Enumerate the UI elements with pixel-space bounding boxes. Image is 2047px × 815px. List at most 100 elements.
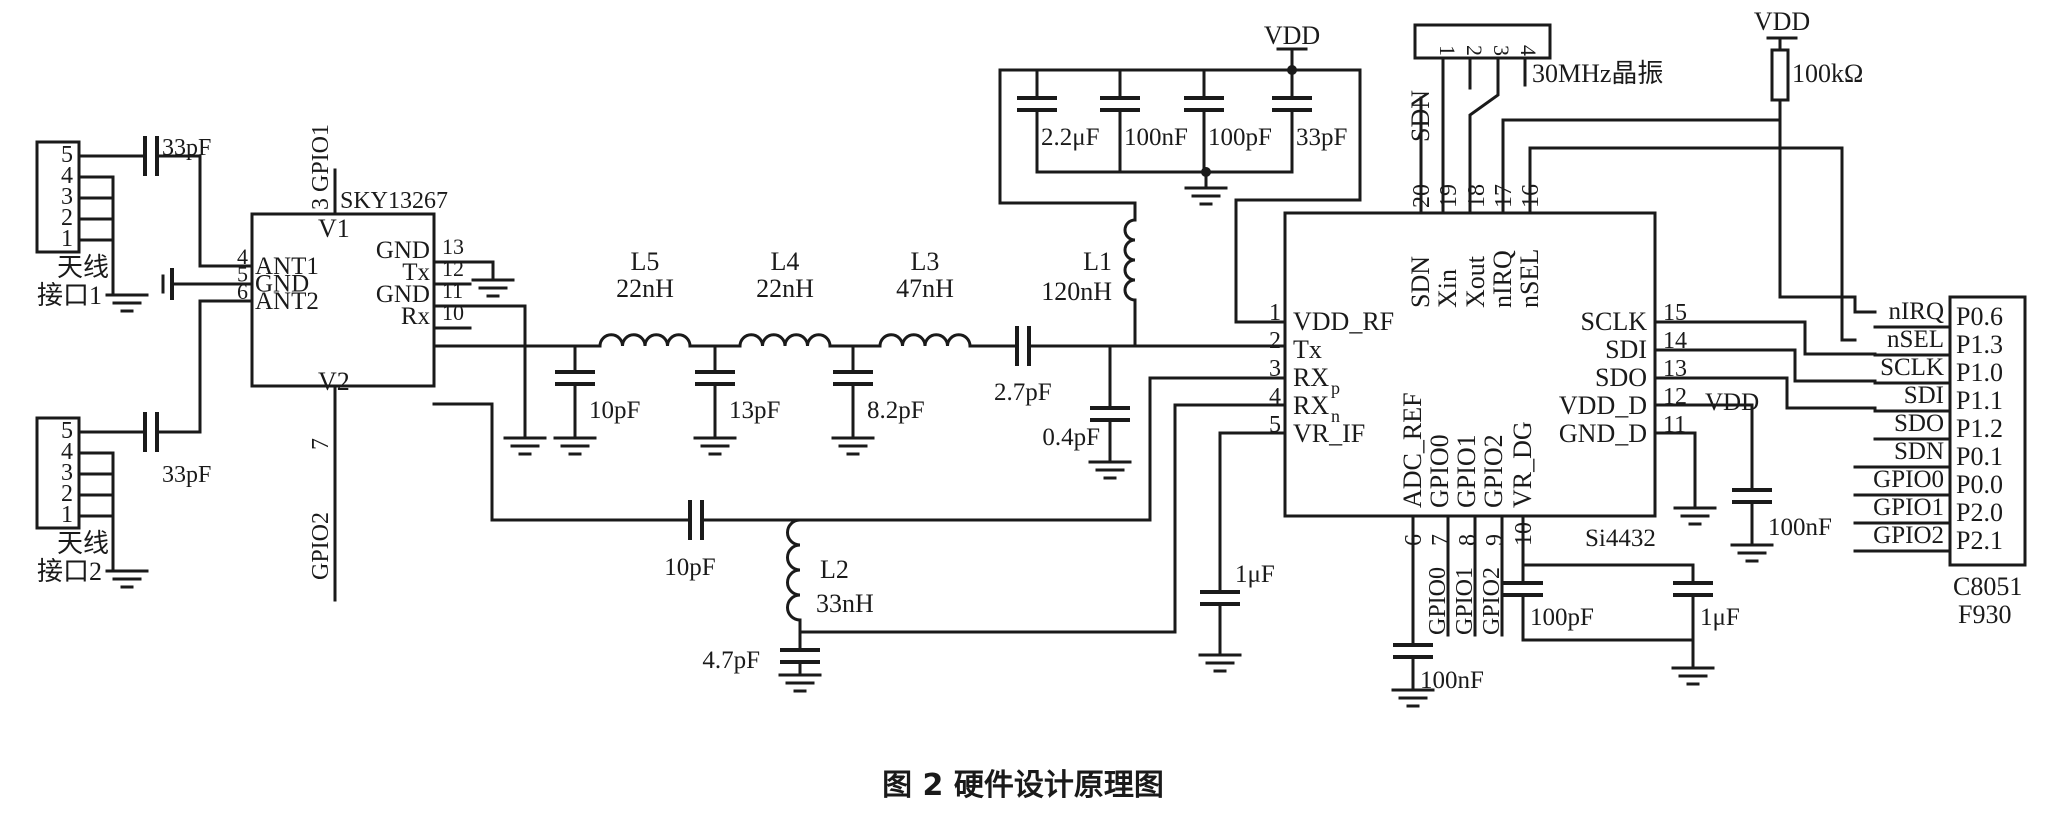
rf-switch-ic	[250, 212, 436, 388]
transceiver-pin-sub: n	[1331, 406, 1340, 426]
transceiver-pin-num: 2	[1269, 328, 1281, 354]
antenna1-label: 天线	[57, 253, 109, 282]
decoupling-cap-value: 100nF	[1124, 124, 1188, 151]
transceiver-pin-sub: p	[1331, 378, 1340, 398]
rf-switch-pin-num: 4	[237, 244, 248, 269]
transceiver-pin-num: 8	[1455, 534, 1481, 546]
choke-value: 120nH	[1041, 277, 1112, 306]
transceiver-pin-num: 1	[1269, 300, 1281, 326]
rf-switch-pin-num: 6	[237, 279, 248, 304]
crystal-pin: 2	[1462, 45, 1487, 56]
wire	[1218, 431, 1287, 594]
shunt-cap-out-value: 0.4pF	[1042, 424, 1100, 451]
rf-switch-v1: V1	[318, 214, 350, 243]
transceiver-pin-label: GPIO2	[1479, 434, 1508, 508]
wires	[77, 36, 1952, 692]
transceiver-pin-num: 19	[1436, 184, 1462, 208]
decoupling-cap-value: 2.2μF	[1041, 124, 1100, 151]
wire	[432, 402, 692, 522]
inductor-value: 47nH	[896, 274, 954, 303]
wire	[155, 299, 254, 434]
wire	[1653, 320, 1877, 356]
ground-symbol	[1184, 186, 1228, 206]
transceiver-pin-num: 10	[1511, 522, 1537, 546]
choke-ref: L1	[1083, 247, 1112, 276]
antenna2-label-2: 接口2	[37, 557, 102, 586]
transceiver-pin-label: Xout	[1461, 255, 1490, 308]
sdn-net-label: SDN	[1406, 90, 1435, 142]
crystal-pin: 1	[1435, 45, 1460, 56]
shunt-cap-value: 10pF	[589, 397, 640, 424]
vr-dg-cap-value-1: 100pF	[1530, 604, 1594, 631]
gpio-net-label: GPIO1	[1452, 567, 1478, 635]
ground-symbol	[693, 436, 737, 456]
rf-switch-pin-label: ANT2	[255, 288, 319, 315]
wire	[111, 451, 143, 573]
mcu-port-label: P1.3	[1956, 330, 2003, 359]
ground-symbol	[553, 436, 597, 456]
inductor-L3	[878, 333, 972, 348]
mcu-port-label: P1.1	[1956, 386, 2003, 415]
inductor-L2	[786, 518, 802, 622]
crystal-label: 30MHz晶振	[1532, 59, 1663, 88]
mcu-net-label: nIRQ	[1888, 298, 1944, 325]
shunt-cap-value: 13pF	[729, 397, 780, 424]
vdd-label-rf: VDD	[1264, 21, 1320, 50]
crystal-pin: 4	[1516, 45, 1541, 56]
transceiver-pin-num: 12	[1663, 384, 1687, 410]
wire	[1468, 56, 1500, 215]
rf-switch-pin-num: 13	[442, 234, 464, 259]
ground-symbol	[503, 436, 547, 456]
components	[35, 23, 2027, 708]
inductor-ref: L4	[771, 247, 800, 276]
mcu-port-label: P2.1	[1956, 526, 2003, 555]
transceiver-pin-num: 18	[1464, 184, 1490, 208]
antenna2-pin-3: 3	[61, 460, 73, 486]
rf-switch-v2: V2	[318, 367, 350, 396]
antenna2-pin-4: 4	[61, 439, 73, 465]
transceiver-pin-label: SCLK	[1581, 307, 1648, 336]
transceiver-name: Si4432	[1585, 525, 1656, 552]
ground-symbol	[778, 673, 822, 693]
wire	[1528, 146, 1857, 342]
transceiver-pin-label: SDO	[1595, 363, 1647, 392]
figure-caption: 图 2 硬件设计原理图	[882, 768, 1164, 803]
wire	[468, 304, 527, 440]
transceiver-pin-num: 11	[1663, 412, 1686, 438]
antenna2-pin-5: 5	[61, 418, 73, 444]
wire	[1653, 348, 1877, 383]
inductor-L1	[1123, 218, 1137, 302]
mcu-ic	[1948, 295, 2027, 567]
gpio1-net-label: 3 GPIO1	[308, 124, 334, 210]
gpio-net-label: GPIO2	[1479, 567, 1505, 635]
rx-inductor-ref: L2	[820, 555, 849, 584]
mcu-net-label: SDO	[1894, 410, 1944, 437]
shunt-cap-value: 8.2pF	[867, 397, 925, 424]
vdd-d-cap-value: 100nF	[1768, 514, 1832, 541]
transceiver-pin-label: Xin	[1433, 269, 1462, 308]
mcu-name: C8051	[1953, 572, 2022, 601]
transceiver-pin-num: 4	[1269, 384, 1281, 410]
vdd-label-pullup: VDD	[1754, 7, 1810, 36]
vr-dg-cap-value-2: 1μF	[1700, 604, 1740, 631]
mcu-port-label: P0.1	[1956, 442, 2003, 471]
wire	[1653, 431, 1697, 510]
transceiver-pin-label: VR_DG	[1508, 421, 1537, 508]
mcu-net-label: nSEL	[1887, 326, 1944, 353]
mcu-net-label: SCLK	[1880, 354, 1944, 381]
rf-switch-pin-label: Rx	[401, 303, 431, 330]
rf-switch-pin-label: ANT1	[255, 253, 319, 280]
transceiver-pin-label: nSEL	[1515, 249, 1544, 308]
labels: 54321天线接口154321天线接口233pF33pFSKY13267V1V2…	[37, 7, 2022, 694]
transceiver-pin-label: RX	[1293, 363, 1329, 392]
wire	[700, 376, 1287, 522]
transceiver-pin-num: 20	[1409, 184, 1435, 208]
transceiver-pin-label: RX	[1293, 391, 1329, 420]
wire	[111, 175, 143, 297]
transceiver-pin-num: 5	[1269, 412, 1281, 438]
rf-switch-name: SKY13267	[340, 188, 448, 214]
inductor-value: 22nH	[616, 274, 674, 303]
transceiver-pin-num: 15	[1663, 300, 1687, 326]
mcu-net-label: GPIO2	[1873, 522, 1944, 549]
